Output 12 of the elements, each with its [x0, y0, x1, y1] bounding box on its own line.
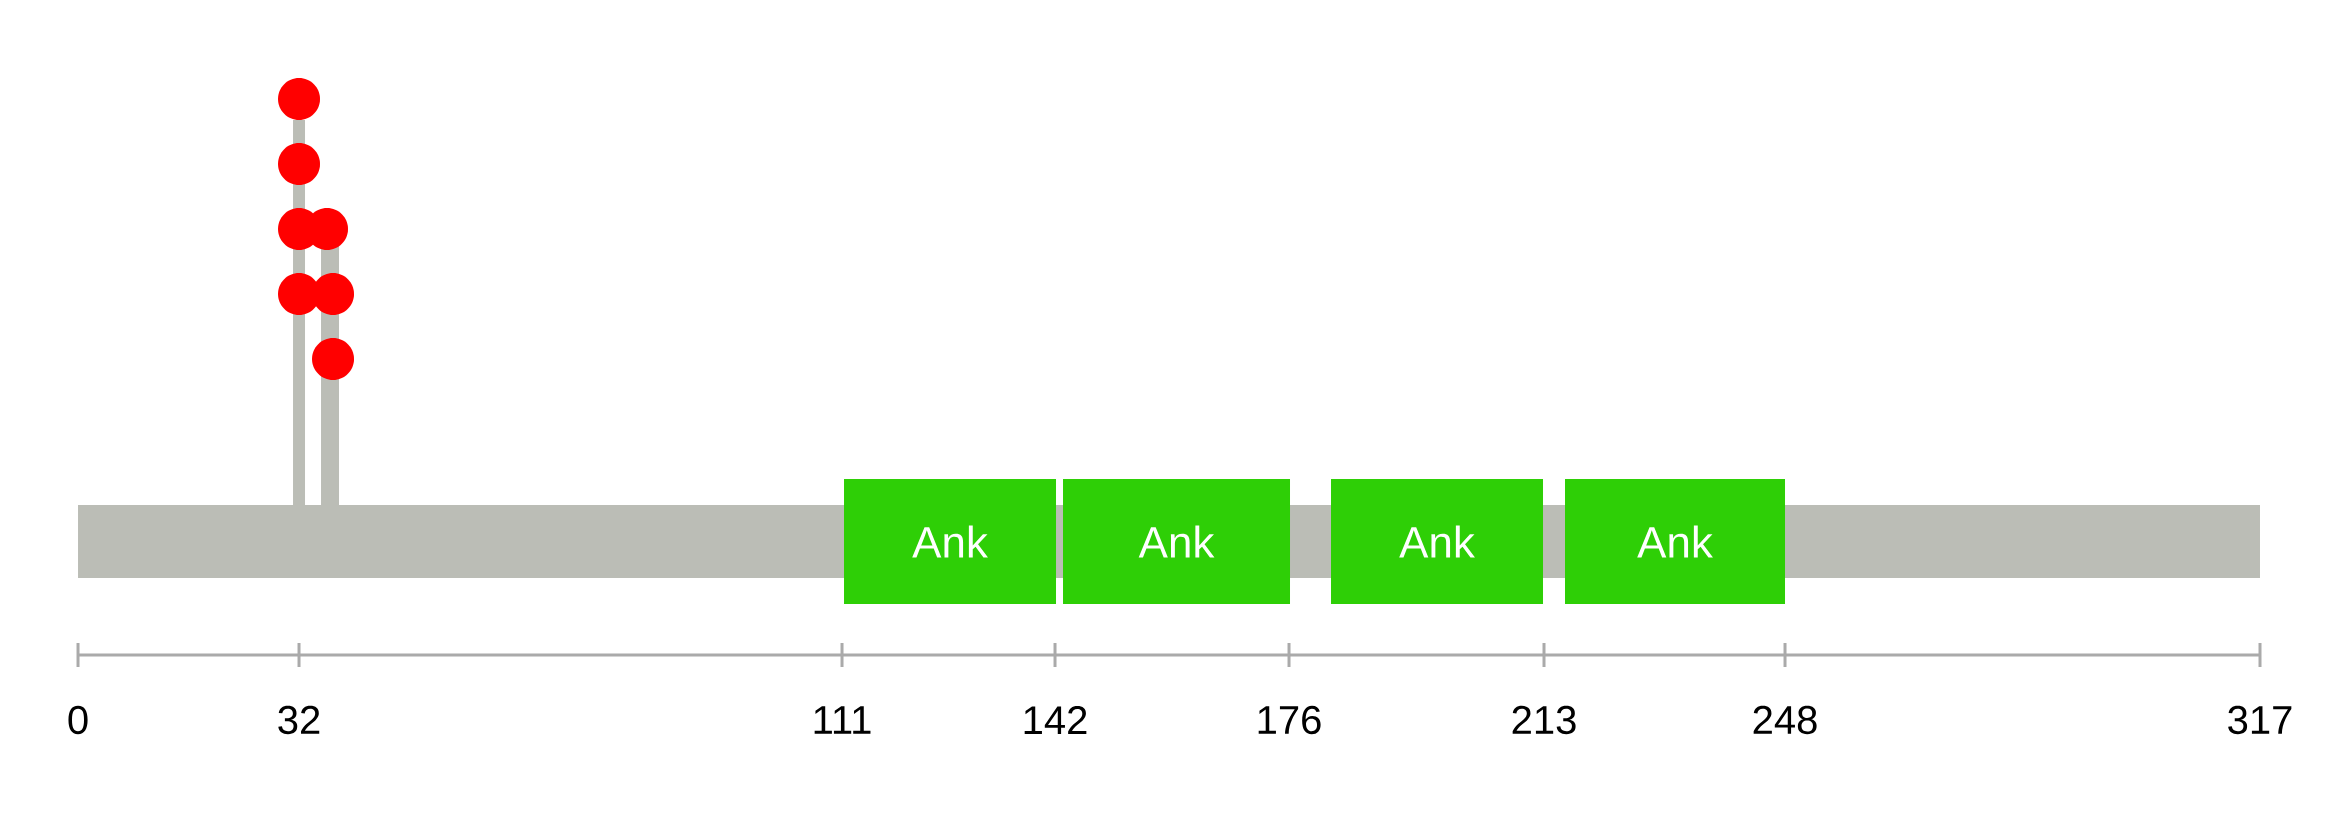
domain-box: Ank	[1063, 479, 1290, 604]
domain-box: Ank	[1565, 479, 1785, 604]
tick-label: 317	[2228, 705, 2292, 735]
tick-label: 0	[68, 705, 88, 735]
tick-label: 176	[1258, 705, 1321, 735]
tick-label: 142	[1024, 706, 1087, 734]
tick-label: 111	[814, 706, 871, 734]
tick-label: 248	[1753, 705, 1817, 735]
tick-label: 213	[1512, 705, 1576, 735]
tick-label: 32	[278, 705, 320, 735]
domain-box: Ank	[844, 479, 1056, 604]
domain-box: Ank	[1331, 479, 1543, 604]
